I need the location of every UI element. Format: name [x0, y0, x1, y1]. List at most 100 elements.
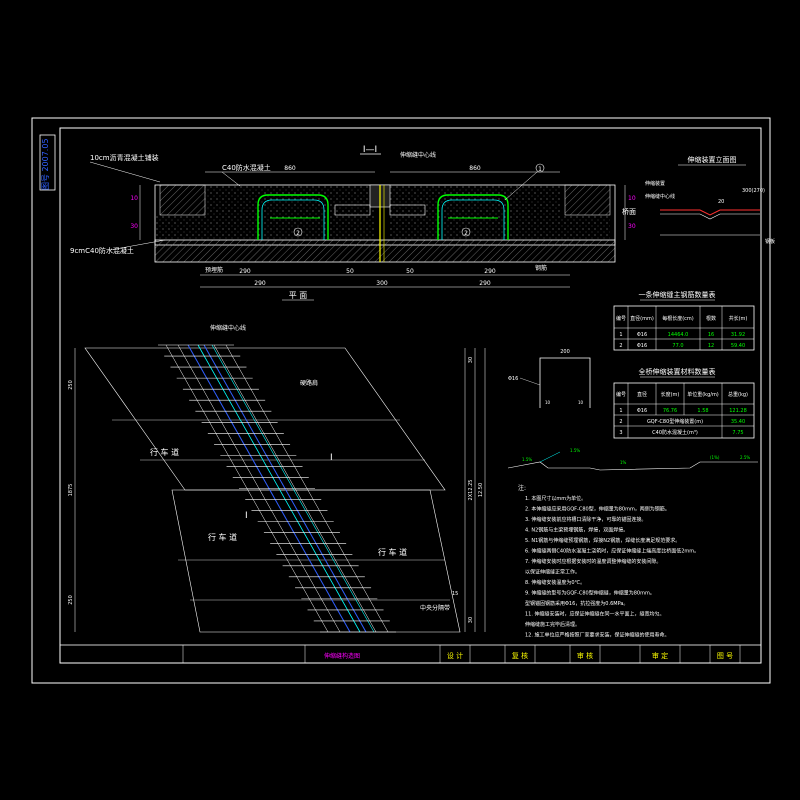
cut-mark-1: I — [330, 453, 333, 463]
t2-h0: 编号 — [616, 391, 626, 398]
tb-approve: 审 定 — [652, 651, 668, 660]
side-stamp: 2007.05 图号 — [39, 134, 56, 191]
road-profile: 1.5% 1.5% 1% (1%) 2.5% — [507, 448, 758, 471]
callout-2b: 2 — [464, 230, 468, 237]
t1-r1c1: Φ16 — [637, 343, 647, 349]
tb-check: 复 核 — [512, 651, 528, 660]
detail-title: 伸缩装置立面图 — [688, 155, 737, 164]
t1-h4: 共长(m) — [729, 315, 748, 322]
dim-bottom-3: 50 — [406, 268, 414, 275]
t1-h3: 根数 — [706, 315, 716, 322]
side-label-1: 硬路肩 — [300, 379, 318, 387]
note-item: 1. 本图尺寸以mm为单位。 — [525, 495, 586, 502]
plan-view: 平 面 伸缩缝中心线 行 车 道 行 车 道 行 车 道 硬路肩 中央分隔带 I… — [68, 291, 486, 633]
plan-dim-right-3: 12.50 — [478, 483, 484, 497]
profile-5: 2.5% — [740, 455, 750, 460]
callout-2: 2 — [296, 230, 300, 237]
label-rebar: 钢筋 — [535, 264, 547, 272]
dim-right-1: 10 — [628, 195, 636, 202]
t1-r1c0: 2 — [619, 343, 622, 349]
title-block: 伸缩缝构造图 设 计 复 核 审 核 审 定 图 号 — [59, 644, 762, 664]
t2-r1c4: 35.40 — [731, 419, 745, 425]
t1-r0c0: 1 — [619, 332, 622, 338]
label-embedded-bar: 预埋筋 — [205, 266, 223, 274]
label-asphalt: 10cm沥青混凝土铺装 — [90, 153, 159, 162]
note-item: 3. 伸缩缝安装前应将槽口清除干净，可靠的锚固连接。 — [525, 516, 646, 523]
rebar-longitudinal — [225, 344, 389, 633]
t1-r0c3: 16 — [708, 332, 714, 338]
t2-r0c3: 1.58 — [697, 408, 708, 414]
t2-r0c2: 76.76 — [663, 408, 677, 414]
label-deck: 桥面 — [622, 207, 636, 216]
detail-elevation: 伸缩装置立面图 伸缩装置 伸缩缝中心线 钢板 20 300(270) — [645, 155, 775, 245]
plan-dim-right-1: 30 — [468, 357, 474, 363]
plan-dim-corner: 15 — [452, 591, 458, 597]
note-item: 9. 伸缩缝的型号为GQF-C80型伸缩缝，伸缩量为80mm。 — [525, 590, 655, 597]
note-item: 以保证伸缩缝正常工作。 — [525, 569, 580, 576]
label-centerline: 伸缩缝中心线 — [400, 151, 436, 159]
dim-right-2: 30 — [628, 223, 636, 230]
t1-r1c4: 59.40 — [731, 343, 745, 349]
dim-top-right: 860 — [469, 165, 481, 172]
t2-h3: 单位重(kg/m) — [687, 391, 719, 398]
note-item: 11. 伸缩缝安装时，应保证伸缩缝在同一水平面上，缝宽均匀。 — [525, 611, 665, 618]
t1-r0c2: 14464.0 — [668, 332, 689, 338]
detail-label-center: 伸缩缝中心线 — [645, 193, 675, 200]
t1-r0c1: Φ16 — [637, 332, 647, 338]
t1-r0c4: 31.92 — [731, 332, 745, 338]
plan-dim-left-1: 250 — [68, 380, 74, 390]
plan-dim-left-2: 1875 — [68, 484, 74, 497]
t2-h4: 总重(kg) — [728, 391, 748, 398]
note-item: 12. 施工单位应严格按照厂家要求安装，保证伸缩缝的使用寿命。 — [525, 632, 670, 639]
note-item: 8. 伸缩缝安装温度为0℃。 — [525, 579, 585, 586]
stamp-label: 图号 — [41, 174, 50, 190]
plan-dim-right-4: 30 — [468, 617, 474, 623]
dim-bottom-4: 290 — [484, 268, 496, 275]
dim-total-3: 290 — [479, 280, 491, 287]
dim-top-left: 860 — [284, 165, 296, 172]
note-item: 2. 本伸缩缝应采用GQF-C80型，伸缩量为80mm，两侧为钢筋。 — [525, 506, 670, 513]
note-item: 伸缩缝施工完毕后清理。 — [525, 621, 580, 628]
plan-title: 平 面 — [289, 291, 308, 300]
t2-r1c0: 2 — [619, 419, 622, 425]
notes-list: 1. 本图尺寸以mm为单位。 2. 本伸缩缝应采用GQF-C80型，伸缩量为80m… — [525, 495, 699, 639]
dim-bottom-2: 50 — [346, 268, 354, 275]
t2-h2: 长度(m) — [661, 391, 680, 398]
tb-design: 设 计 — [447, 651, 463, 660]
section-view: I—I 10cm沥青混凝土铺装 C40防水混凝土 伸缩缝中心线 9cmC40防水… — [70, 145, 636, 288]
t1-r1c2: 77.0 — [672, 343, 683, 349]
rebar-longitudinal — [213, 344, 377, 633]
detail-label-20: 20 — [718, 199, 724, 205]
note-item: 型钢锚固钢筋采用Φ16，抗拉强度为0.6MPa。 — [525, 600, 628, 607]
t1-h1: 直径(mm) — [630, 315, 654, 322]
table-rebar-one-joint: 一条伸缩缝主钢筋数量表 编号 直径(mm) 每根长度(cm) 根数 共长(m) … — [613, 290, 755, 351]
t2-r2c4: 7.75 — [732, 430, 743, 436]
outer-frame — [31, 117, 771, 684]
plan-dim-left-3: 250 — [68, 595, 74, 605]
notes: 注: 1. 本图尺寸以mm为单位。 2. 本伸缩缝应采用GQF-C80型，伸缩量为… — [518, 484, 699, 639]
t2-r2c0: 3 — [619, 430, 622, 436]
rebar-top-dim: 200 — [560, 349, 570, 355]
dim-bottom-1: 290 — [239, 268, 251, 275]
lane-label-3: 行 车 道 — [378, 547, 407, 557]
drawing-title: 伸缩缝构造图 — [324, 652, 360, 660]
table2-title: 全桥伸缩装置材料数量表 — [639, 367, 716, 376]
side-label-2: 中央分隔带 — [420, 604, 450, 612]
rebar-shape-detail: 200 Φ16 10 10 — [508, 349, 591, 408]
t2-r0c0: 1 — [619, 408, 622, 414]
rebar-longitudinal — [177, 344, 341, 633]
rebar-longitudinal — [165, 344, 329, 633]
rebar-dim-bl: 10 — [545, 400, 551, 405]
note-item: 7. 伸缩缝安装时应根据安装时的温度调整伸缩缝的安装间隙。 — [525, 558, 661, 565]
t2-r0c4: 121.28 — [729, 408, 747, 414]
notes-header: 注: — [518, 484, 526, 492]
plan-centerline-label: 伸缩缝中心线 — [210, 324, 246, 332]
dim-total-2: 300 — [376, 280, 388, 287]
section-title: I—I — [363, 145, 377, 155]
profile-1: 1.5% — [522, 457, 532, 462]
t2-r2c1: C40防水混凝土(m³) — [652, 429, 698, 436]
label-9cm: 9cmC40防水混凝土 — [70, 246, 134, 255]
note-item: 4. N2钢筋与主梁预埋钢筋，焊接，双面焊接。 — [525, 527, 628, 534]
plan-dim-right-2: 2X12.25 — [468, 480, 474, 501]
